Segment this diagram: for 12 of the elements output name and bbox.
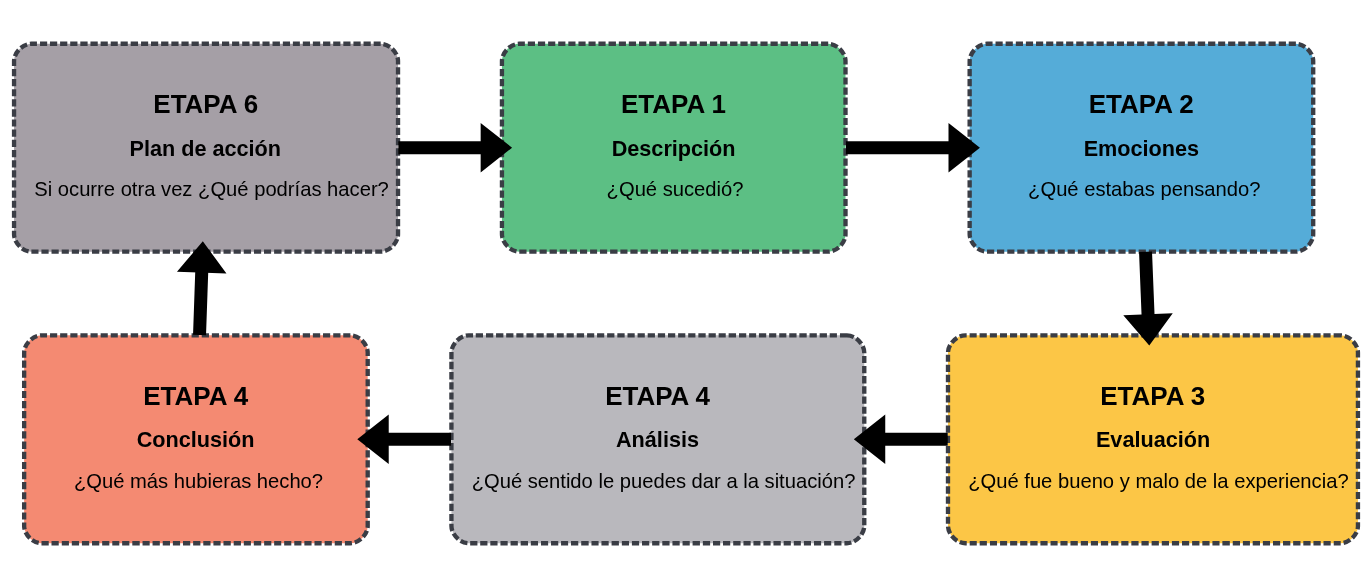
node-box: ETAPA 4 Análisis ¿Qué sentido le puedes dar a la situación?: [449, 332, 867, 545]
arrow: [357, 414, 452, 464]
node-box: ETAPA 6 Plan de acción Si ocurre otra vez ¿Qué podrías hacer?: [11, 41, 401, 254]
node-box: ETAPA 1 Descripción ¿Qué sucedió?: [499, 41, 848, 254]
arrow: [398, 122, 513, 172]
node-box: ETAPA 2 Emociones ¿Qué estabas pensando?: [967, 41, 1316, 254]
arrow: [177, 240, 227, 335]
node-box: ETAPA 3 Evaluación ¿Qué fue bueno y malo de la experiencia?: [945, 332, 1361, 545]
node-box: ETAPA 4 Conclusión ¿Qué más hubieras hecho?: [22, 332, 370, 545]
arrow: [1123, 251, 1173, 346]
arrow: [845, 122, 980, 172]
arrow: [853, 414, 948, 464]
